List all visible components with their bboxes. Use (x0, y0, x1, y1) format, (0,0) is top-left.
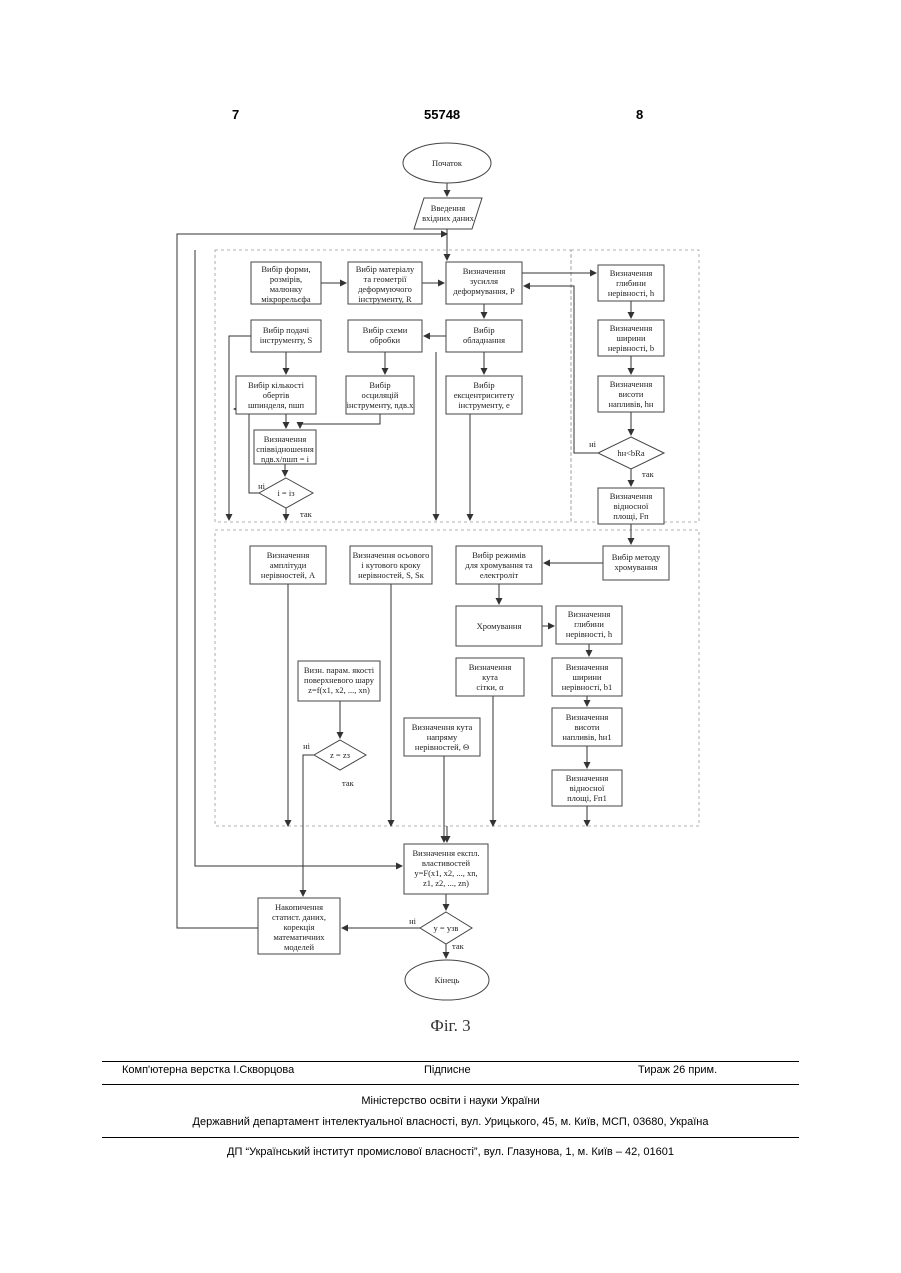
ratio-label: Визначенняспіввідношенняnдв.х/nшп = i (256, 434, 314, 464)
decision-properties-label: y = yзв (434, 923, 459, 933)
chrome-method-label: Вибір методухромування (612, 552, 661, 572)
footer-rule-2 (102, 1084, 799, 1085)
layout-credit: Комп'ютерна верстка І.Скворцова (122, 1064, 294, 1076)
ministry-line: Міністерство освіти і науки України (0, 1095, 901, 1107)
yes-label: так (642, 469, 655, 479)
decision-ratio-label: i = iз (277, 488, 295, 498)
department-line: Державний департамент інтелектуальної вл… (0, 1116, 901, 1128)
decision-quality-label: z = zз (330, 750, 351, 760)
no-label: ні (409, 916, 417, 926)
decision-height-label: hн<bRa (617, 448, 645, 458)
area-label: Визначеннявідносноїплощі, Fп (610, 491, 653, 521)
yes-label: так (342, 778, 355, 788)
circulation-label: Тираж 26 прим. (638, 1064, 717, 1076)
figure-caption: Фіг. 3 (0, 1016, 901, 1036)
yes-label: так (452, 941, 465, 951)
footer-rule-1 (102, 1061, 799, 1062)
connector (524, 286, 598, 453)
footer-rule-3 (102, 1137, 799, 1138)
no-label: ні (303, 741, 311, 751)
flowchart-labels: Введеннявхідних данихВибір форми,розмірі… (248, 203, 661, 952)
area-2-label: Визначеннявідносноїплощі, Fп1 (566, 773, 609, 803)
connector (300, 414, 380, 428)
material-selection-label: Вибір матеріалута геометріїдеформуючогоі… (356, 264, 415, 304)
yes-label: так (300, 509, 313, 519)
chroming-label: Хромування (477, 621, 522, 631)
connector (229, 336, 251, 520)
step-label: Визначення осьовогоі кутового крокунерів… (353, 550, 430, 580)
start-label: Початок (432, 158, 463, 168)
no-label: ні (258, 481, 266, 491)
end-label: Кінець (435, 975, 460, 985)
no-label: ні (589, 439, 597, 449)
signed-label: Підписне (424, 1064, 471, 1076)
feed-label: Вибір подачіінструменту, S (260, 325, 313, 345)
connector (303, 755, 314, 896)
institute-line: ДП “Український інститут промислової вла… (0, 1146, 901, 1158)
quality-label: Визн. парам. якостіповерхневого шаруz=f(… (304, 665, 375, 695)
